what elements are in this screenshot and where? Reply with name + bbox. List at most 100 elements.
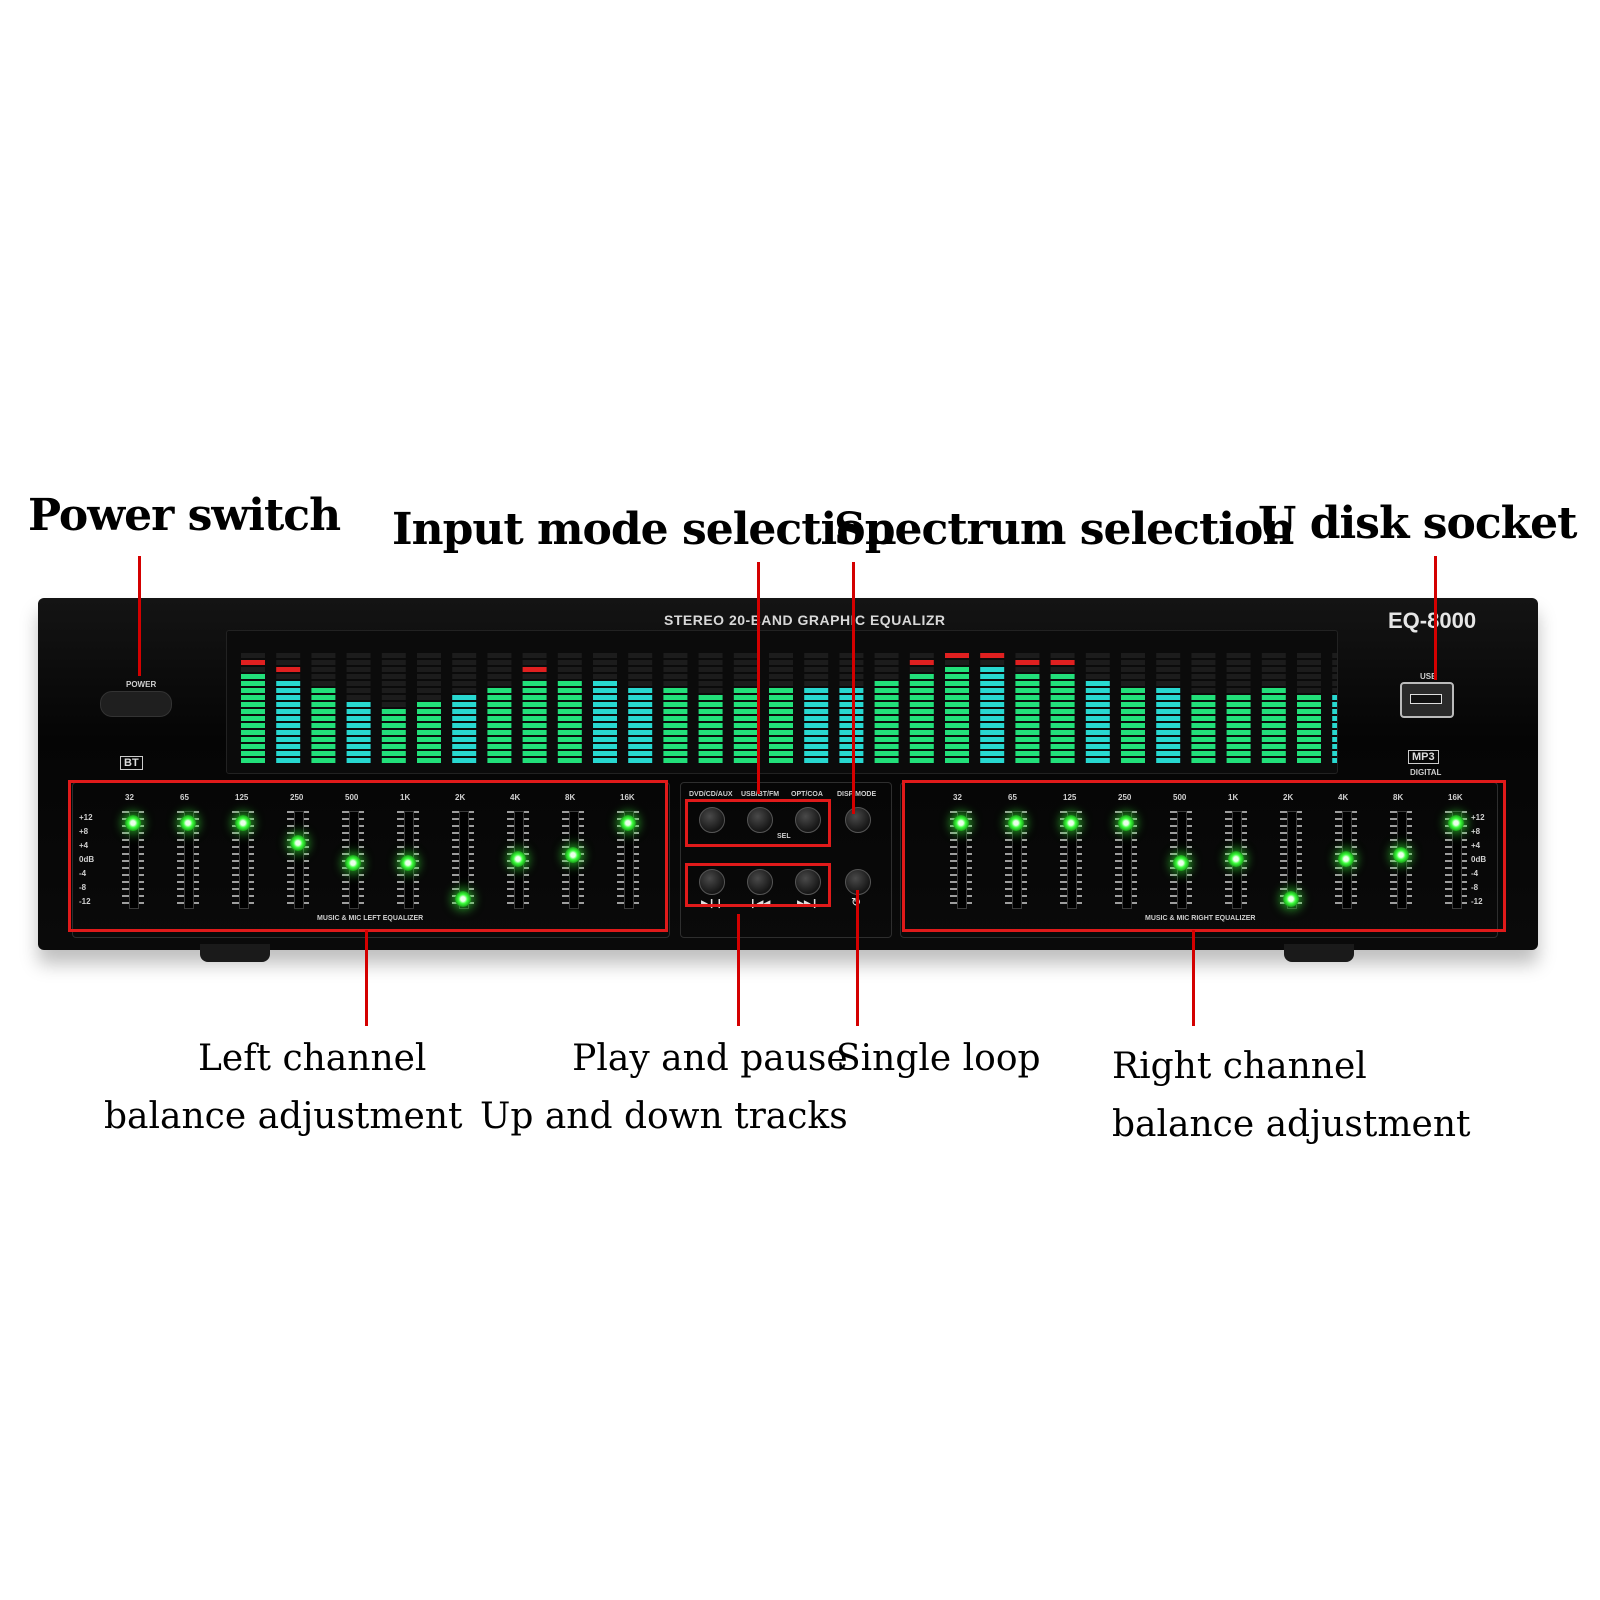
leader-udisk (1434, 556, 1437, 680)
callout-single-loop: Single loop (836, 1038, 1041, 1079)
eq-slider-knob[interactable] (510, 851, 526, 867)
eq-slider-track[interactable] (624, 811, 634, 909)
spectrum-display (226, 630, 1357, 774)
power-switch[interactable] (100, 691, 172, 717)
eq-slider-knob[interactable] (1338, 851, 1354, 867)
db-label: +4 (79, 841, 89, 850)
eq-slider-track[interactable] (239, 811, 249, 909)
eq-freq-label: 8K (1393, 793, 1404, 802)
spectrum-bar (1332, 653, 1357, 763)
eq-slider-track[interactable] (294, 811, 304, 909)
eq-slider-knob[interactable] (620, 815, 636, 831)
callout-left-line1: Left channel (198, 1038, 427, 1079)
eq-freq-label: 125 (1063, 793, 1077, 802)
eq-slider-track[interactable] (1122, 811, 1132, 909)
spectrum-bar (346, 653, 371, 763)
eq-slider-track[interactable] (184, 811, 194, 909)
usb-socket[interactable] (1400, 682, 1454, 718)
control-panel: DVD/CD/AUX USB/BT/FM OPT/COA DISP MODE S… (680, 782, 892, 938)
track-controls-highlight (685, 863, 831, 907)
leader-power (138, 556, 141, 676)
eq-slider-knob[interactable] (125, 815, 141, 831)
right-eq-footer: MUSIC & MIC RIGHT EQUALIZER (1145, 915, 1256, 922)
mode2-label: USB/BT/FM (741, 791, 780, 798)
spectrum-bar (417, 653, 441, 763)
spectrum-bar (1121, 653, 1145, 763)
eq-slider-knob[interactable] (345, 855, 361, 871)
usb-port-icon (1410, 694, 1442, 704)
db-label: +4 (1471, 841, 1481, 850)
spectrum-bar (381, 653, 406, 763)
disp-mode-label: DISP MODE (837, 791, 877, 798)
eq-slider-track[interactable] (1012, 811, 1022, 909)
eq-slider-knob[interactable] (290, 835, 306, 851)
eq-freq-label: 16K (1448, 793, 1463, 802)
device-foot-left (200, 944, 270, 962)
eq-slider-track[interactable] (129, 811, 139, 909)
next-track-button[interactable] (795, 869, 821, 895)
eq-slider-knob[interactable] (455, 891, 471, 907)
eq-slider-track[interactable] (1452, 811, 1462, 909)
eq-slider-knob[interactable] (1283, 891, 1299, 907)
leader-input (757, 562, 760, 794)
eq-freq-label: 500 (345, 793, 359, 802)
db-label: -12 (1471, 897, 1483, 906)
callout-right-line2: balance adjustment (1112, 1104, 1471, 1145)
callout-left-line2: balance adjustment (104, 1096, 463, 1137)
eq-slider-knob[interactable] (1393, 847, 1409, 863)
usb-label: USB (1420, 672, 1437, 681)
callout-right-channel: Right channel balance adjustment (1112, 1038, 1470, 1154)
eq-slider-track[interactable] (1067, 811, 1077, 909)
eq-freq-label: 65 (1008, 793, 1017, 802)
eq-slider-knob[interactable] (1118, 815, 1134, 831)
eq-freq-label: 32 (953, 793, 962, 802)
eq-slider-track[interactable] (957, 811, 967, 909)
db-label: -4 (79, 869, 87, 878)
eq-slider-knob[interactable] (1173, 855, 1189, 871)
db-label: -8 (79, 883, 87, 892)
prev-track-button[interactable] (747, 869, 773, 895)
eq-slider-knob[interactable] (1228, 851, 1244, 867)
mode-usb-bt-fm-button[interactable] (747, 807, 773, 833)
eq-slider-track[interactable] (459, 811, 469, 909)
left-eq-highlight (68, 780, 668, 932)
db-label: +8 (79, 827, 89, 836)
mode3-label: OPT/COA (791, 791, 823, 798)
callout-play-tracks: Play and pause Up and down tracks (480, 1030, 848, 1146)
spectrum-bar (1191, 653, 1216, 763)
bt-badge: BT (120, 756, 143, 770)
eq-slider-track[interactable] (1287, 811, 1297, 909)
eq-slider-knob[interactable] (180, 815, 196, 831)
eq-slider-knob[interactable] (1448, 815, 1464, 831)
eq-slider-knob[interactable] (1063, 815, 1079, 831)
eq-freq-label: 65 (180, 793, 189, 802)
leader-loop (856, 890, 859, 1026)
eq-freq-label: 125 (235, 793, 249, 802)
eq-freq-label: 1K (400, 793, 411, 802)
eq-slider-knob[interactable] (400, 855, 416, 871)
spectrum-bar (557, 653, 582, 763)
eq-slider-knob[interactable] (1008, 815, 1024, 831)
eq-slider-knob[interactable] (953, 815, 969, 831)
spectrum-bar (663, 653, 688, 763)
play-pause-button[interactable] (699, 869, 725, 895)
right-eq-highlight (902, 780, 1506, 932)
db-label: -4 (1471, 869, 1479, 878)
eq-slider-knob[interactable] (565, 847, 581, 863)
callout-play-line2: Up and down tracks (480, 1096, 848, 1137)
eq-freq-label: 2K (1283, 793, 1294, 802)
sel-label: SEL (777, 833, 791, 840)
leader-right-eq (1192, 930, 1195, 1026)
spectrum-bar (593, 653, 617, 763)
input-mode-highlight (685, 799, 831, 847)
mode-dvd-cd-aux-button[interactable] (699, 807, 725, 833)
mode1-label: DVD/CD/AUX (689, 791, 733, 798)
spectrum-bar (1050, 653, 1075, 763)
db-label: -12 (79, 897, 91, 906)
eq-slider-knob[interactable] (235, 815, 251, 831)
spectrum-bar (839, 653, 864, 763)
mode-opt-coa-button[interactable] (795, 807, 821, 833)
disp-mode-button[interactable] (845, 807, 871, 833)
